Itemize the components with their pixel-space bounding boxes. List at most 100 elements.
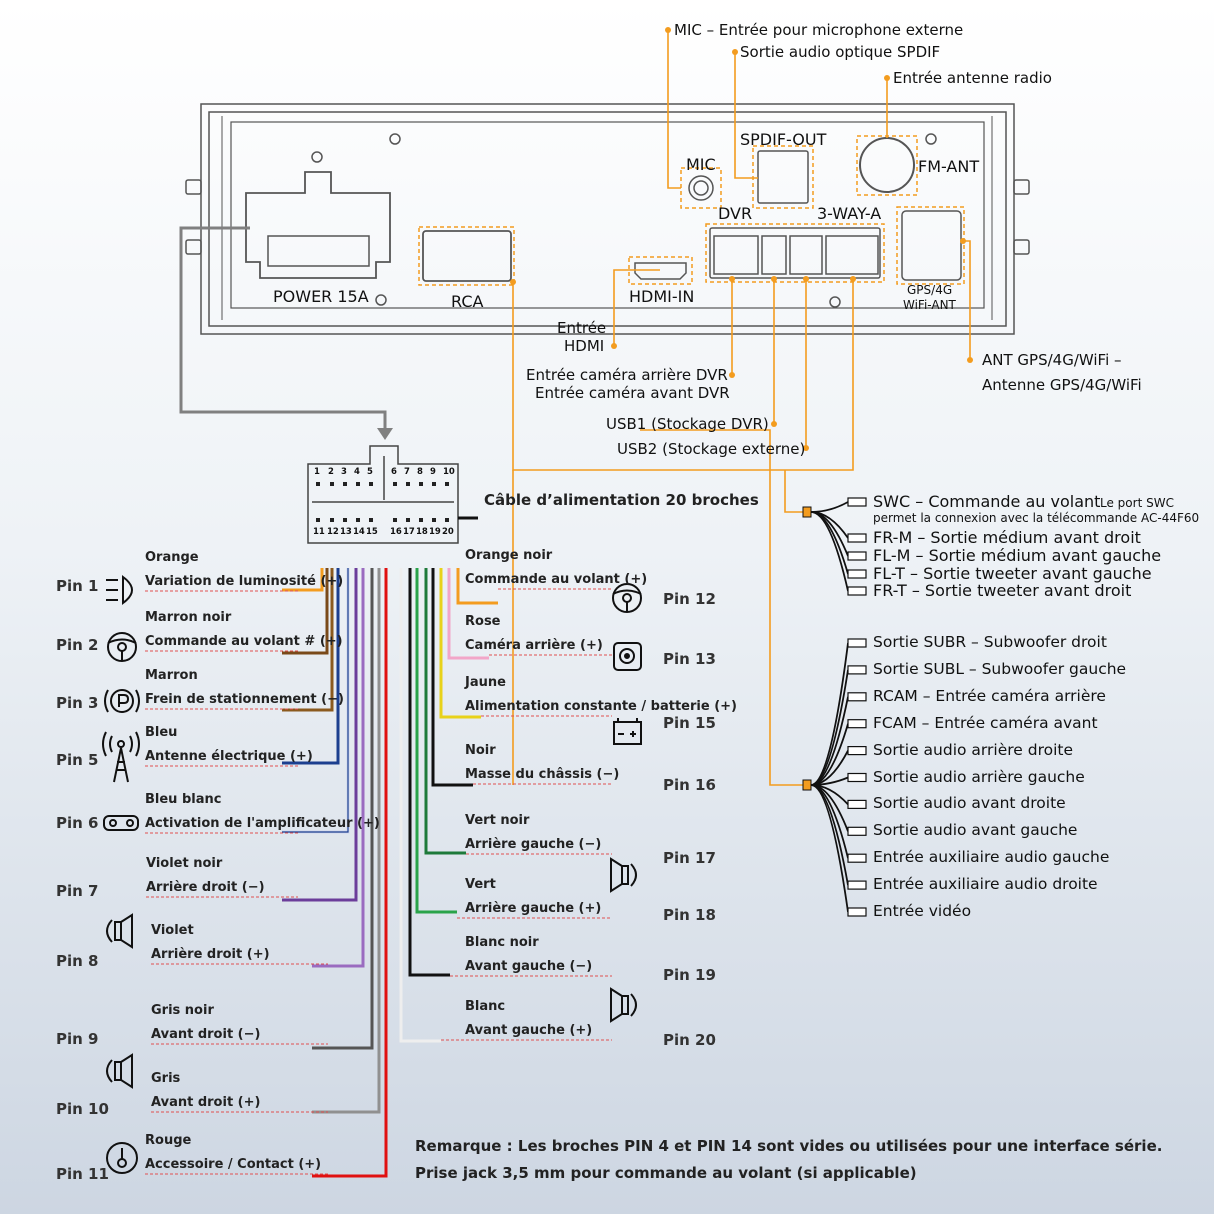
callout-gps-2: Antenne GPS/4G/WiFi xyxy=(982,376,1142,394)
pin-number: 16 xyxy=(390,527,402,537)
pin-label: Pin 13 xyxy=(663,650,716,668)
fan-wire xyxy=(810,511,849,539)
wire xyxy=(399,568,441,1043)
pin-dot xyxy=(369,482,373,486)
antenna-icon xyxy=(102,731,140,783)
pin-dot xyxy=(419,482,423,486)
wire xyxy=(282,568,340,765)
rca-plug-icon xyxy=(847,719,867,729)
pin-dot xyxy=(406,482,410,486)
rca-plug-icon xyxy=(847,551,867,561)
steering-wheel-icon xyxy=(612,583,642,613)
pin-number: 2 xyxy=(328,467,334,477)
port-label-dvr: DVR xyxy=(718,204,753,223)
rca-plug-icon xyxy=(847,569,867,579)
pin-number: 1 xyxy=(314,467,320,477)
wire xyxy=(408,568,450,977)
pin-label: Pin 18 xyxy=(663,906,716,924)
pin-number: 9 xyxy=(430,467,436,477)
rca-plug-icon xyxy=(847,638,867,648)
pin-function: Commande au volant (+) xyxy=(465,572,648,587)
harness-b-label: Entrée auxiliaire audio droite xyxy=(873,875,1098,894)
harness-b-label: RCAM – Entrée caméra arrière xyxy=(873,686,1106,705)
pin-function: Avant droit (−) xyxy=(151,1027,261,1042)
pin-function: Avant gauche (+) xyxy=(465,1023,593,1038)
pin-function: Arrière gauche (+) xyxy=(465,901,602,916)
callout-gps-1: ANT GPS/4G/WiFi – xyxy=(982,351,1122,369)
callout-mic: MIC – Entrée pour microphone externe xyxy=(674,21,964,39)
rca-plug-icon xyxy=(847,497,867,507)
fan-wire xyxy=(810,511,849,592)
pin-connector xyxy=(307,445,478,544)
wire xyxy=(456,568,498,605)
pin-dot xyxy=(356,482,360,486)
pin-dots xyxy=(316,482,449,522)
pin-dot xyxy=(419,518,423,522)
rca-plug-icon xyxy=(847,586,867,596)
pin-dot xyxy=(330,518,334,522)
port-label-hdmi: HDMI-IN xyxy=(629,287,695,306)
harness-b-label: Sortie SUBR – Subwoofer droit xyxy=(873,633,1107,651)
pin-label: Pin 5 xyxy=(56,751,99,769)
harness-a-note-2: permet la connexion avec la télécommande… xyxy=(873,511,1200,525)
speaker-icon xyxy=(610,857,637,893)
harness-a-note-1: Le port SWC xyxy=(1100,496,1174,510)
pin-function: Arrière droit (+) xyxy=(151,947,270,962)
pin-label: Pin 7 xyxy=(56,882,99,900)
pin-color-name: Jaune xyxy=(465,675,506,690)
pin-label: Pin 1 xyxy=(56,577,99,595)
pin-label: Pin 8 xyxy=(56,952,99,970)
pin-color-name: Blanc xyxy=(465,999,506,1014)
ignition-key-icon xyxy=(106,1142,138,1174)
pin-color-name: Vert xyxy=(465,877,496,892)
pin-label: Pin 17 xyxy=(663,849,716,867)
pin-number: 11 xyxy=(313,527,325,537)
port-label-mic: MIC xyxy=(686,155,716,174)
pin-number: 20 xyxy=(442,527,454,537)
port-label-3way: 3-WAY-A xyxy=(817,204,882,223)
pin-label: Pin 15 xyxy=(663,714,716,732)
pin-function: Activation de l'amplificateur (+) xyxy=(145,816,380,831)
pin-color-name: Vert noir xyxy=(465,813,530,828)
parking-brake-icon xyxy=(104,689,140,713)
callout-spdif: Sortie audio optique SPDIF xyxy=(740,43,941,61)
pin-function: Arrière gauche (−) xyxy=(465,837,602,852)
pin-dot xyxy=(316,518,320,522)
port-label-power: POWER 15A xyxy=(273,287,369,306)
pin-function: Avant gauche (−) xyxy=(465,959,593,974)
pin-number: 12 xyxy=(327,527,339,537)
fan-wire xyxy=(810,784,849,913)
wire xyxy=(312,568,381,1114)
right-wires xyxy=(399,568,612,1043)
pin-number: 7 xyxy=(404,467,410,477)
pin-dot xyxy=(406,518,410,522)
callout-usb2: USB2 (Stockage externe) xyxy=(617,440,806,458)
wire xyxy=(415,568,457,914)
wire xyxy=(282,568,329,655)
rca-plug-icon xyxy=(847,799,867,810)
pin-number: 17 xyxy=(403,527,415,537)
pin-function: Accessoire / Contact (+) xyxy=(145,1157,322,1172)
pin-color-name: Blanc noir xyxy=(465,935,539,950)
wire xyxy=(312,568,365,968)
pin-color-name: Orange noir xyxy=(465,548,553,563)
rca-plug-icon xyxy=(847,745,867,756)
harness-b-label: Sortie audio avant droite xyxy=(873,794,1066,813)
pin-function: Avant droit (+) xyxy=(151,1095,261,1110)
pin-function: Commande au volant # (+) xyxy=(145,634,343,649)
pin-dot xyxy=(432,482,436,486)
pin-label: Pin 6 xyxy=(56,814,99,832)
pin-function: Alimentation constante / batterie (+) xyxy=(465,699,737,714)
pin-label: Pin 11 xyxy=(56,1165,109,1183)
pin-label: Pin 10 xyxy=(56,1100,109,1118)
pin-function: Frein de stationnement (−) xyxy=(145,692,344,707)
pin-function: Caméra arrière (+) xyxy=(465,638,603,653)
speaker-icon xyxy=(106,1053,133,1089)
harness-a-label: FL-T – Sortie tweeter avant gauche xyxy=(873,564,1152,583)
pin-color-name: Violet xyxy=(151,923,194,938)
rca-plug-icon xyxy=(847,533,867,543)
harness-b-label: Entrée auxiliaire audio gauche xyxy=(873,848,1110,867)
pin-color-name: Rose xyxy=(465,614,501,629)
plug xyxy=(802,779,812,791)
steering-wheel-icon xyxy=(107,632,137,662)
